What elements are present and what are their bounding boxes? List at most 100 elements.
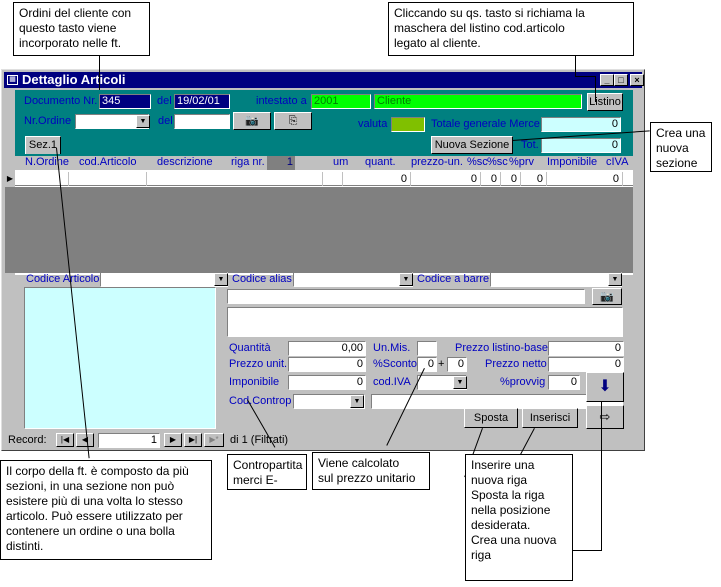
next-record-icon[interactable]: ▶ [164, 433, 182, 447]
prezzo-listino-label: Prezzo listino-base [455, 342, 548, 354]
prezzo-unit-label: Prezzo unit. [229, 358, 288, 370]
record-label: Record: [8, 434, 47, 446]
codice-articolo-combo[interactable] [100, 272, 228, 287]
header-teal-panel: Documento Nr. 345 del 19/02/01 intestato… [15, 90, 633, 156]
table-row[interactable]: ▶ 0 0 0 0 0 0 [5, 172, 633, 186]
callout-ordini: Ordini del cliente con questo tasto vien… [13, 2, 150, 56]
cell-um[interactable] [323, 172, 343, 186]
maximize-icon[interactable]: □ [614, 74, 628, 86]
valuta-field[interactable] [391, 117, 425, 132]
cliente-name-field[interactable]: Cliente [374, 94, 582, 109]
col-quant: quant. [365, 156, 396, 168]
connector-line [601, 402, 602, 550]
sconto-label: %Sconto [373, 358, 418, 370]
cell-n-ordine[interactable] [15, 172, 69, 186]
codice-barre-label: Codice a barre [417, 273, 490, 285]
note-field[interactable] [227, 307, 623, 337]
descrizione-field[interactable] [227, 289, 585, 304]
col-prv: %prv [509, 156, 535, 168]
inserisci-button[interactable]: Inserisci [522, 408, 578, 428]
form-icon: ▦ [7, 75, 18, 85]
contropartita-dropdown-icon[interactable]: ▼ [350, 395, 364, 408]
codice-barre-combo[interactable] [490, 272, 622, 287]
new-record-icon[interactable]: ▶* [204, 433, 224, 447]
prezzo-listino-field[interactable]: 0 [548, 341, 624, 356]
unmis-label: Un.Mis. [373, 342, 411, 354]
cell-descrizione[interactable] [147, 172, 323, 186]
unmis-field[interactable] [417, 341, 437, 356]
sconto1-field[interactable]: 0 [417, 357, 437, 372]
ordine-date-field[interactable] [174, 114, 230, 129]
close-icon[interactable]: × [630, 74, 644, 86]
nr-ordine-dropdown-icon[interactable]: ▼ [136, 115, 150, 128]
exit-button[interactable]: ⇨ [586, 405, 624, 429]
codice-alias-label: Codice alias [232, 273, 292, 285]
cell-quant[interactable]: 0 [343, 172, 411, 186]
provvig-field[interactable]: 0 [548, 375, 580, 390]
window-titlebar: ▦ Dettaglio Articoli _ □ × [4, 72, 644, 88]
record-count: di 1 (Filtrati) [230, 434, 289, 446]
first-record-icon[interactable]: |◀ [56, 433, 74, 447]
ordini-camera-button[interactable]: 📷 [233, 112, 271, 130]
move-down-button[interactable]: ⬇ [586, 372, 624, 402]
last-record-icon[interactable]: ▶| [184, 433, 202, 447]
sconto2-field[interactable]: 0 [447, 357, 467, 372]
prezzo-unit-field[interactable]: 0 [288, 357, 366, 372]
documento-date-field[interactable]: 19/02/01 [174, 94, 230, 109]
valuta-label: valuta [358, 118, 388, 130]
articolo-camera-button[interactable]: 📷 [592, 288, 622, 305]
codiva-dropdown-icon[interactable]: ▼ [453, 376, 467, 389]
provvig-label: %provvig [500, 376, 546, 388]
totale-label: Totale generale Merce [431, 118, 540, 130]
codice-articolo-dropdown-icon[interactable]: ▼ [214, 273, 228, 286]
prezzo-netto-field[interactable]: 0 [548, 357, 624, 372]
connector-line [575, 76, 595, 77]
imponibile-field[interactable]: 0 [288, 375, 366, 390]
tab-sez-1[interactable]: Sez.1 [25, 136, 61, 154]
callout-corpo-fattura: Il corpo della ft. è composto da più sez… [0, 460, 212, 560]
cliente-code-field[interactable]: 2001 [311, 94, 371, 109]
col-n-ordine: N.Ordine [25, 156, 70, 168]
sposta-button[interactable]: Sposta [464, 408, 518, 428]
quantita-label: Quantità [229, 342, 271, 354]
cell-prv[interactable]: 0 [521, 172, 547, 186]
contropartita-combo[interactable] [293, 394, 365, 409]
col-sc2: %sc [487, 156, 508, 168]
record-number-field[interactable]: 1 [98, 433, 160, 448]
minimize-icon[interactable]: _ [600, 74, 614, 86]
form-header: Documento Nr. 345 del 19/02/01 intestato… [5, 90, 633, 275]
codice-barre-dropdown-icon[interactable]: ▼ [608, 273, 622, 286]
col-cod-articolo: cod.Articolo [79, 156, 137, 168]
col-imponibile: Imponibile [547, 156, 598, 168]
codice-alias-dropdown-icon[interactable]: ▼ [399, 273, 413, 286]
cell-sc2[interactable]: 0 [501, 172, 521, 186]
callout-nuova-sezione: Crea una nuova sezione [650, 122, 712, 172]
cell-prezzo[interactable]: 0 [411, 172, 481, 186]
tot-field: 0 [541, 138, 621, 153]
row-selector-icon[interactable]: ▶ [5, 172, 15, 186]
nuova-sezione-button[interactable]: Nuova Sezione [431, 136, 513, 154]
col-descrizione: descrizione [157, 156, 213, 168]
imponibile-label: Imponibile [229, 376, 280, 388]
totale-field: 0 [541, 117, 621, 132]
cell-imponibile[interactable]: 0 [547, 172, 623, 186]
listino-button[interactable]: Listino [587, 93, 623, 111]
documento-number-field[interactable]: 345 [99, 94, 151, 109]
dettaglio-articoli-window: ▦ Dettaglio Articoli _ □ × Documento Nr.… [1, 69, 645, 451]
cell-sc1[interactable]: 0 [481, 172, 501, 186]
record-navigator: Record: |◀ ◀ 1 ▶ ▶| ▶* di 1 (Filtrati) [4, 432, 642, 448]
contropartita-label: Cod.Controp [229, 395, 292, 407]
grid-empty-area [5, 187, 633, 273]
cell-cod-articolo[interactable] [69, 172, 147, 186]
prev-record-icon[interactable]: ◀ [76, 433, 94, 447]
quantita-field[interactable]: 0,00 [288, 341, 366, 356]
articolo-image-box [24, 287, 216, 429]
codice-alias-combo[interactable] [293, 272, 413, 287]
ordini-copy-button[interactable]: ⎘ [274, 112, 312, 130]
documento-label: Documento Nr. [24, 95, 98, 107]
nr-ordine-label: Nr.Ordine [24, 115, 72, 127]
connector-line [575, 56, 576, 76]
col-sc1: %sc [467, 156, 488, 168]
col-prezzo-un: prezzo-un. [411, 156, 463, 168]
cell-civa[interactable] [623, 172, 633, 186]
